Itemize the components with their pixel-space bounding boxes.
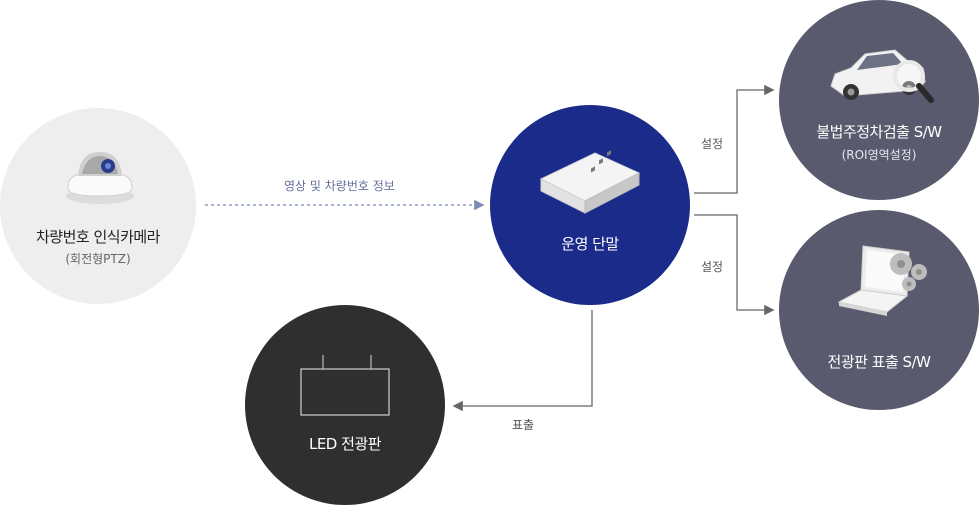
camera-node: 차량번호 인식카메라 (회전형PTZ) bbox=[0, 108, 196, 304]
terminal-node: 운영 단말 bbox=[490, 105, 690, 305]
terminal-to-led-line bbox=[452, 310, 593, 412]
terminal-to-illegal-line bbox=[694, 84, 775, 194]
dome-camera-icon bbox=[66, 152, 134, 204]
laptop-gears-icon bbox=[837, 245, 927, 316]
network-switch-icon bbox=[539, 150, 641, 214]
illegal-parking-subtitle: (ROI영역설정) bbox=[841, 148, 917, 162]
camera-to-terminal-label: 영상 및 차량번호 정보 bbox=[284, 179, 395, 193]
terminal-title: 운영 단말 bbox=[561, 235, 619, 253]
illegal-parking-node: 불법주정차검출 S/W (ROI영역설정) bbox=[779, 0, 979, 200]
camera-title: 차량번호 인식카메라 bbox=[36, 228, 160, 246]
terminal-to-sign-line bbox=[694, 214, 775, 316]
led-title: LED 전광판 bbox=[308, 435, 382, 453]
terminal-to-illegal-label: 설정 bbox=[701, 137, 724, 151]
camera-subtitle: (회전형PTZ) bbox=[65, 252, 131, 266]
led-signboard-icon bbox=[300, 355, 390, 416]
terminal-to-led-label: 표출 bbox=[512, 418, 535, 432]
sign-sw-node: 전광판 표출 S/W bbox=[779, 210, 979, 410]
illegal-parking-title: 불법주정차검출 S/W bbox=[816, 123, 942, 141]
sign-sw-title: 전광판 표출 S/W bbox=[827, 353, 931, 371]
led-node: LED 전광판 bbox=[245, 305, 445, 505]
car-magnifier-icon bbox=[830, 49, 934, 103]
terminal-to-sign-label: 설정 bbox=[701, 260, 724, 274]
